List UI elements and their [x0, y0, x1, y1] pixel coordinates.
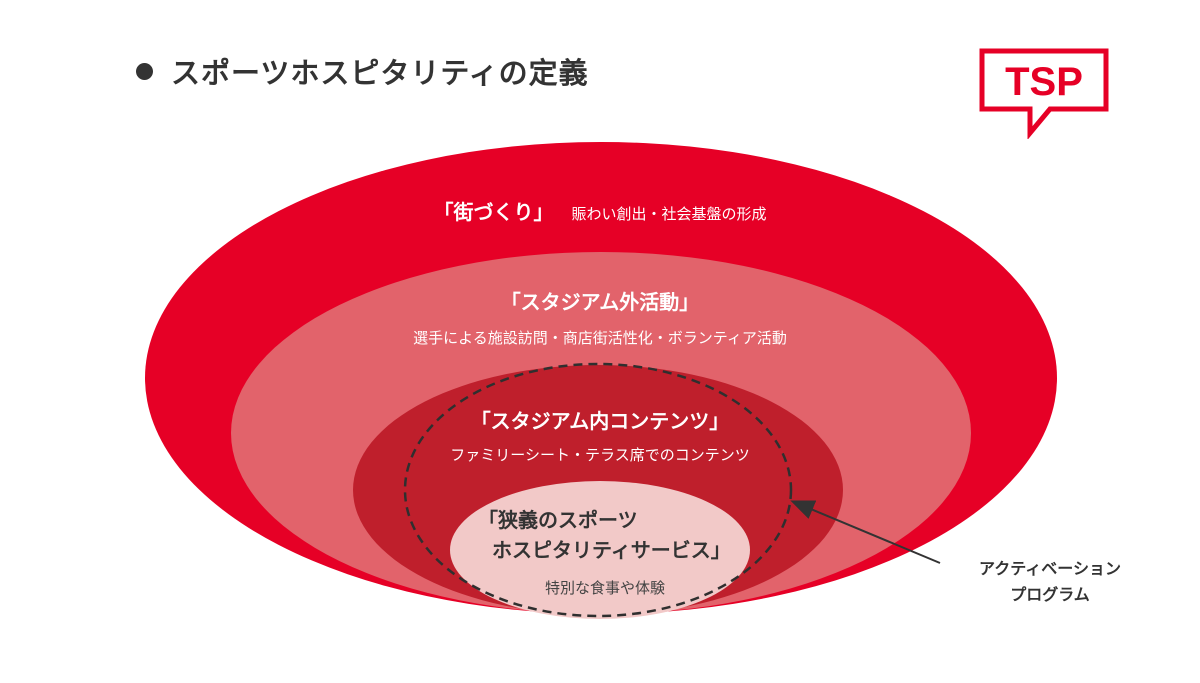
title-row: スポーツホスピタリティの定義	[136, 50, 589, 92]
layer-narrow-description: 特別な食事や体験	[544, 579, 665, 597]
layer-outside-label: 「スタジアム外活動」 選手による施設訪問・商店街活性化・ボランティア活動	[320, 286, 880, 348]
tsp-logo: TSP	[978, 47, 1110, 139]
layer-outside-heading: 「スタジアム外活動」	[500, 290, 700, 314]
layer-outside-description: 選手による施設訪問・商店街活性化・ボランティア活動	[413, 329, 787, 347]
layer-town-description: 賑わい創出・社会基盤の形成	[571, 205, 767, 223]
layer-narrow-label: 「狭義のスポーツ ホスピタリティサービス」 特別な食事や体験	[470, 505, 740, 598]
activation-arrow-icon	[790, 500, 941, 564]
page-title: スポーツホスピタリティの定義	[171, 56, 589, 90]
layer-inside-description: ファミリーシート・テラス席でのコンテンツ	[450, 446, 750, 464]
title-bullet-icon	[136, 62, 153, 80]
activation-label-line1: アクティベーション	[979, 559, 1121, 578]
layer-inside-label: 「スタジアム内コンテンツ」 ファミリーシート・テラス席でのコンテンツ	[380, 405, 820, 465]
layer-narrow-heading-line1: 「狭義のスポーツ	[478, 508, 638, 532]
layer-narrow-heading-line2: ホスピタリティサービス」	[492, 538, 731, 562]
activation-dashed-boundary	[403, 362, 793, 618]
speech-bubble-logo-icon: TSP	[979, 48, 1109, 139]
layer-town-label: 「街づくり」 賑わい創出・社会基盤の形成	[350, 196, 850, 225]
activation-label-line2: プログラム	[1010, 585, 1090, 604]
logo-text: TSP	[1005, 60, 1083, 104]
activation-label: アクティベーション プログラム	[950, 556, 1150, 608]
layer-inside-heading: 「スタジアム内コンテンツ」	[470, 409, 730, 433]
layer-narrow-ellipse	[450, 481, 750, 619]
layer-town-heading: 「街づくり」	[433, 200, 554, 224]
